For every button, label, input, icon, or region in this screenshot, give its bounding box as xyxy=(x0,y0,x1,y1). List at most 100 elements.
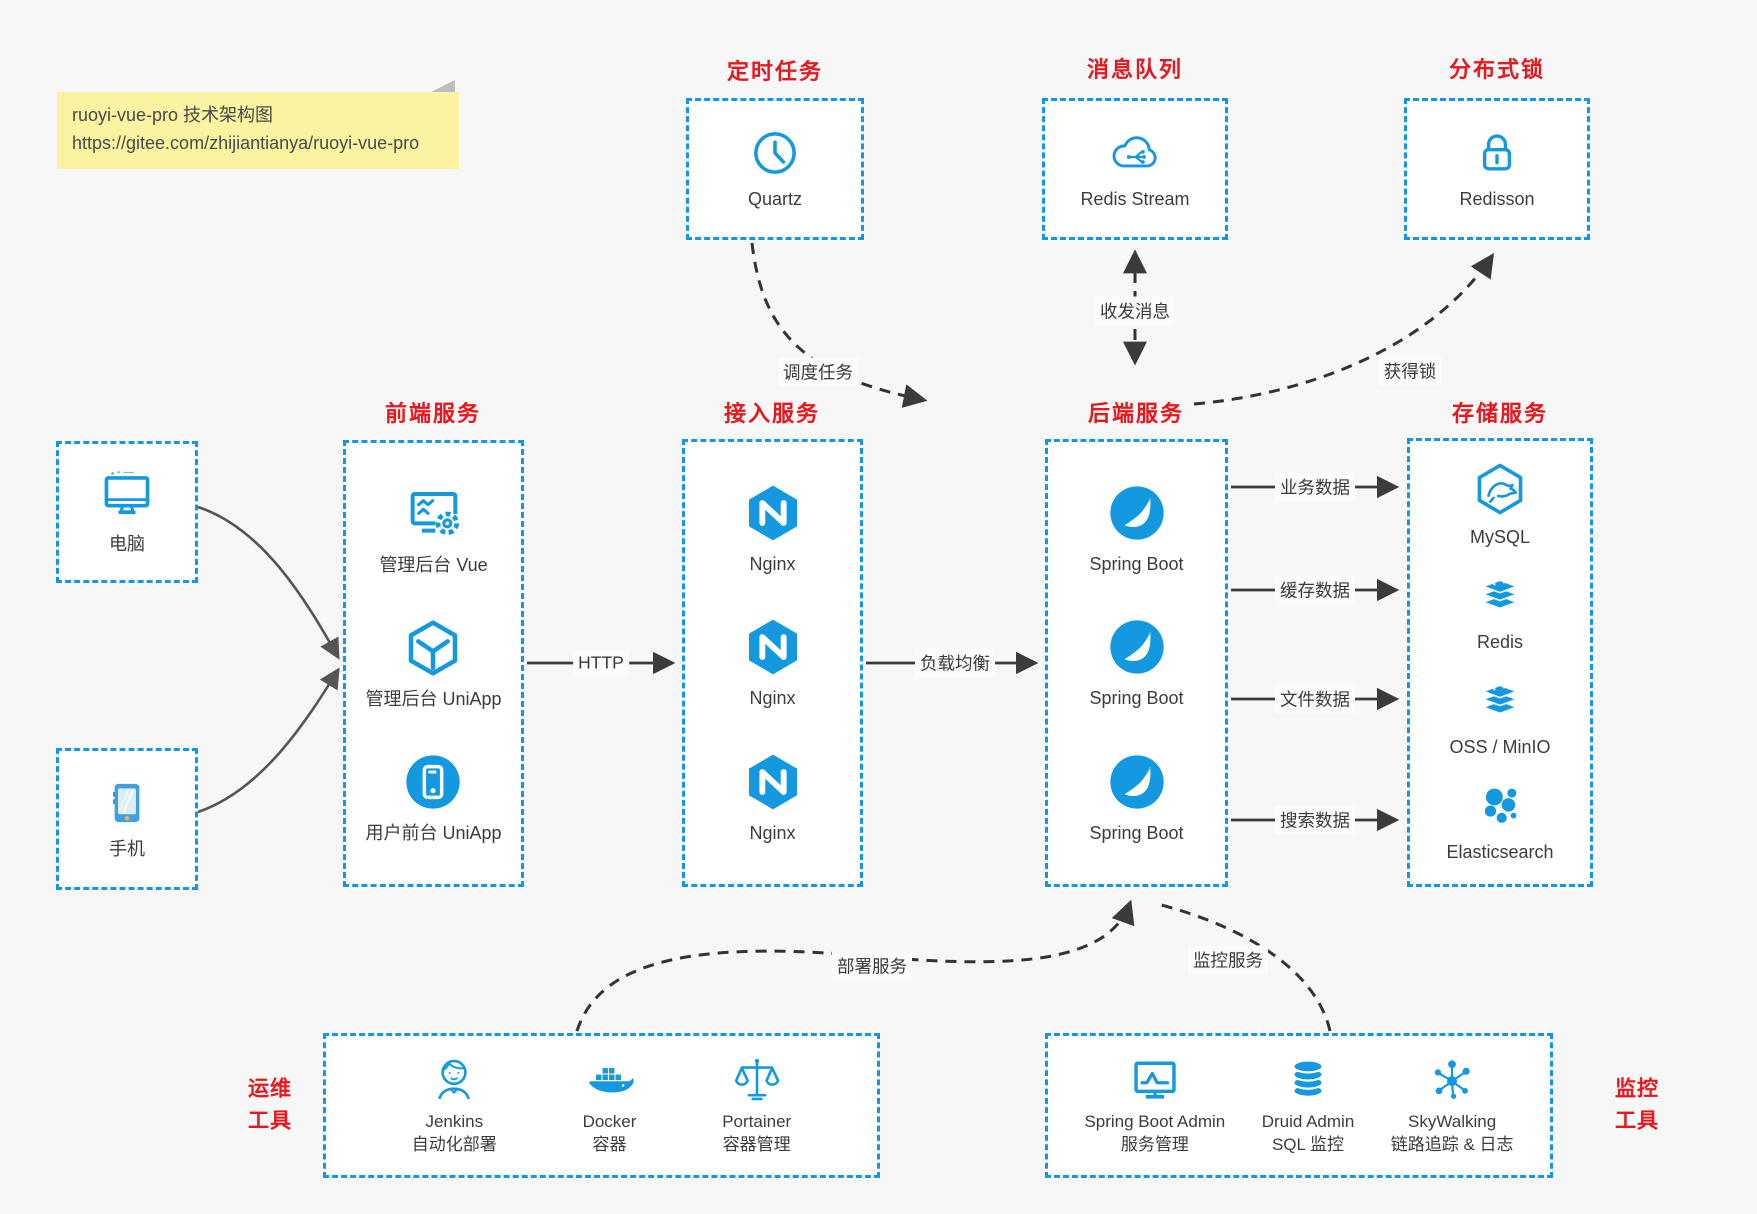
admin-vue-icon xyxy=(410,491,459,535)
scheduler-box: Quartz xyxy=(686,98,864,240)
lock-icon xyxy=(1482,134,1512,171)
springboot-item-3: Spring Boot xyxy=(1089,750,1184,845)
backend-box: Spring Boot Spring Boot Spring Boot xyxy=(1045,439,1228,887)
mysql-item: MySQL xyxy=(1470,460,1530,549)
database-icon xyxy=(1292,1059,1324,1098)
nginx-icon xyxy=(748,619,797,675)
nginx-label: Nginx xyxy=(749,822,796,843)
ops-tools-box: Jenkins 自动化部署 Docker 容器 xyxy=(323,1033,880,1178)
springboot-label: Spring Boot xyxy=(1089,688,1184,709)
oss-minio-label: OSS / MinIO xyxy=(1449,737,1551,758)
springboot-item-2: Spring Boot xyxy=(1089,615,1184,710)
storage-title: 存储服务 xyxy=(1451,401,1549,426)
pc-box: 电脑 xyxy=(56,441,198,583)
druid-item: Druid Admin SQL 监控 xyxy=(1261,1054,1355,1157)
elasticsearch-label: Elasticsearch xyxy=(1446,842,1554,863)
spring-icon xyxy=(1109,754,1164,809)
nginx-label: Nginx xyxy=(749,553,796,574)
get-lock-arrow xyxy=(1193,253,1494,406)
business-data-label: 业务数据 xyxy=(1275,472,1355,502)
nginx-icon xyxy=(748,485,797,541)
frontend-title: 前端服务 xyxy=(384,401,482,426)
skywalking-item: SkyWalking 链路追踪 & 日志 xyxy=(1391,1054,1514,1157)
uniapp-cube-icon xyxy=(409,620,458,676)
jenkins-label: Jenkins 自动化部署 xyxy=(411,1112,497,1154)
docker-whale-icon xyxy=(589,1068,635,1093)
search-data-label: 搜索数据 xyxy=(1275,805,1355,835)
redis-stream-label: Redis Stream xyxy=(1080,189,1190,210)
admin-uniapp-item: 管理后台 UniApp xyxy=(365,616,502,711)
mysql-icon xyxy=(1477,464,1523,515)
mq-box: Redis Stream xyxy=(1042,98,1228,240)
mq-title: 消息队列 xyxy=(1086,57,1184,82)
pc-item: 电脑 xyxy=(98,467,156,556)
cache-data-label: 缓存数据 xyxy=(1275,575,1355,605)
load-balance-label: 负载均衡 xyxy=(915,648,995,678)
ops-side-label: 运维 工具 xyxy=(248,1077,292,1133)
elasticsearch-item: Elasticsearch xyxy=(1446,779,1554,864)
druid-label: Druid Admin SQL 监控 xyxy=(1261,1112,1355,1154)
gateway-box: Nginx Nginx Nginx xyxy=(682,439,863,887)
user-uniapp-item: 用户前台 UniApp xyxy=(365,750,502,845)
skywalking-label: SkyWalking 链路追踪 & 日志 xyxy=(1390,1112,1514,1154)
portainer-label: Portainer 容器管理 xyxy=(722,1112,792,1154)
message-label: 收发消息 xyxy=(1095,296,1175,326)
pc-label: 电脑 xyxy=(109,534,145,555)
springboot-label: Spring Boot xyxy=(1089,822,1184,843)
layer-stack-icon xyxy=(1482,579,1518,610)
note-url: https://gitee.com/zhijiantianya/ruoyi-vu… xyxy=(72,132,420,153)
docker-item: Docker 容器 xyxy=(583,1054,636,1157)
jenkins-icon xyxy=(438,1059,471,1100)
phone-box: 手机 xyxy=(56,748,198,890)
oss-minio-item: OSS / MinIO xyxy=(1449,674,1551,759)
gateway-title: 接入服务 xyxy=(723,401,821,426)
monitoring-side-label: 监控 工具 xyxy=(1615,1077,1659,1133)
spring-icon xyxy=(1109,486,1164,540)
redis-stream-item: Redis Stream xyxy=(1080,126,1190,211)
springboot-label: Spring Boot xyxy=(1089,553,1184,574)
pc-to-frontend-arrow xyxy=(197,505,340,660)
deploy-label: 部署服务 xyxy=(832,951,912,981)
redisson-item: Redisson xyxy=(1459,126,1535,211)
springboot-item-1: Spring Boot xyxy=(1089,481,1184,576)
phone-item: 手机 xyxy=(100,776,154,861)
backend-title: 后端服务 xyxy=(1087,401,1185,426)
monitor-chart-icon xyxy=(1134,1061,1176,1099)
elasticsearch-icon xyxy=(1484,788,1517,823)
lock-title: 分布式锁 xyxy=(1448,57,1546,82)
scheduler-title: 定时任务 xyxy=(726,59,824,84)
mobile-phone-icon xyxy=(113,784,140,823)
nginx-item-1: Nginx xyxy=(741,481,805,576)
scales-icon xyxy=(734,1058,780,1101)
redis-label: Redis xyxy=(1476,632,1524,653)
http-label: HTTP xyxy=(573,650,629,676)
get-lock-label: 获得锁 xyxy=(1378,356,1442,386)
monitor-label: 监控服务 xyxy=(1188,945,1268,975)
portainer-item: Portainer 容器管理 xyxy=(722,1054,791,1157)
storage-box: MySQL Redis OSS / Mi xyxy=(1407,438,1593,887)
quartz-item: Quartz xyxy=(748,126,802,211)
nginx-item-3: Nginx xyxy=(741,750,805,845)
clock-icon xyxy=(754,132,796,175)
jenkins-item: Jenkins 自动化部署 xyxy=(412,1054,497,1157)
redisson-label: Redisson xyxy=(1459,189,1535,210)
redis-item: Redis xyxy=(1473,569,1527,654)
cloud-queue-icon xyxy=(1112,136,1157,168)
quartz-label: Quartz xyxy=(747,189,803,210)
admin-uniapp-label: 管理后台 UniApp xyxy=(365,688,502,709)
sba-item: Spring Boot Admin 服务管理 xyxy=(1084,1054,1225,1157)
nginx-item-2: Nginx xyxy=(741,615,805,710)
phone-to-frontend-arrow xyxy=(197,667,340,814)
user-uniapp-label: 用户前台 UniApp xyxy=(365,822,502,843)
sticky-note: ruoyi-vue-pro 技术架构图 https://gitee.com/zh… xyxy=(57,80,459,169)
lock-box: Redisson xyxy=(1404,98,1590,240)
nginx-icon xyxy=(748,754,797,809)
layer-stack-icon xyxy=(1482,684,1518,715)
admin-vue-label: 管理后台 Vue xyxy=(379,554,488,575)
frontend-box: 管理后台 Vue 管理后台 UniApp 用户前台 UniApp xyxy=(343,440,524,887)
spring-icon xyxy=(1109,620,1164,674)
nginx-label: Nginx xyxy=(749,688,796,709)
desktop-icon xyxy=(104,471,150,515)
monitoring-tools-box: Spring Boot Admin 服务管理 Druid Admin SQL 监… xyxy=(1045,1033,1553,1178)
